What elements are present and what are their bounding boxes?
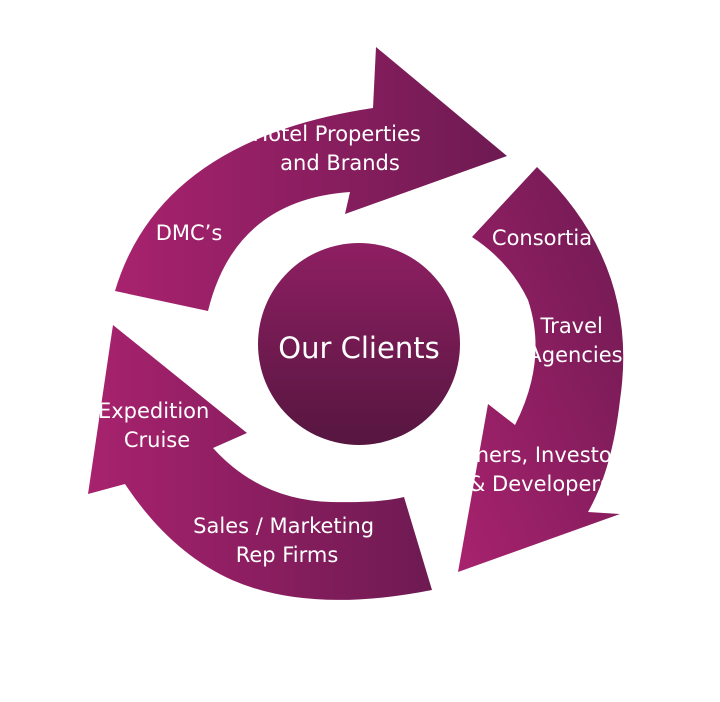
- label-owners-investors-line-2: & Developers: [469, 472, 611, 496]
- center-circle: [258, 243, 460, 445]
- label-consortia: Consortia: [492, 226, 592, 250]
- label-travel-agencies-line-1: Travel: [539, 314, 602, 338]
- label-sales-marketing: Sales / Marketing Rep Firms: [193, 514, 381, 567]
- label-owners-investors-line-1: Owners, Investors: [442, 443, 631, 467]
- label-hotel-properties: Hotel Properties and Brands: [252, 122, 427, 175]
- label-sales-marketing-line-2: Rep Firms: [236, 543, 339, 567]
- label-sales-marketing-line-1: Sales / Marketing: [193, 514, 374, 538]
- center-label: Our Clients: [278, 331, 439, 365]
- label-expedition-cruise: Expedition Cruise: [98, 399, 216, 452]
- arrow-right: [458, 167, 624, 572]
- label-travel-agencies: Travel Agencies: [527, 314, 622, 367]
- label-expedition-cruise-line-2: Cruise: [124, 428, 190, 452]
- label-dmcs: DMC’s: [156, 221, 223, 245]
- arrow-bottom-left: [88, 325, 432, 600]
- label-hotel-properties-line-2: and Brands: [280, 151, 400, 175]
- label-owners-investors: Owners, Investors & Developers: [442, 443, 638, 496]
- label-travel-agencies-line-2: Agencies: [527, 343, 622, 367]
- label-expedition-cruise-line-1: Expedition: [98, 399, 209, 423]
- label-hotel-properties-line-1: Hotel Properties: [252, 122, 420, 146]
- arrow-top: [115, 47, 507, 311]
